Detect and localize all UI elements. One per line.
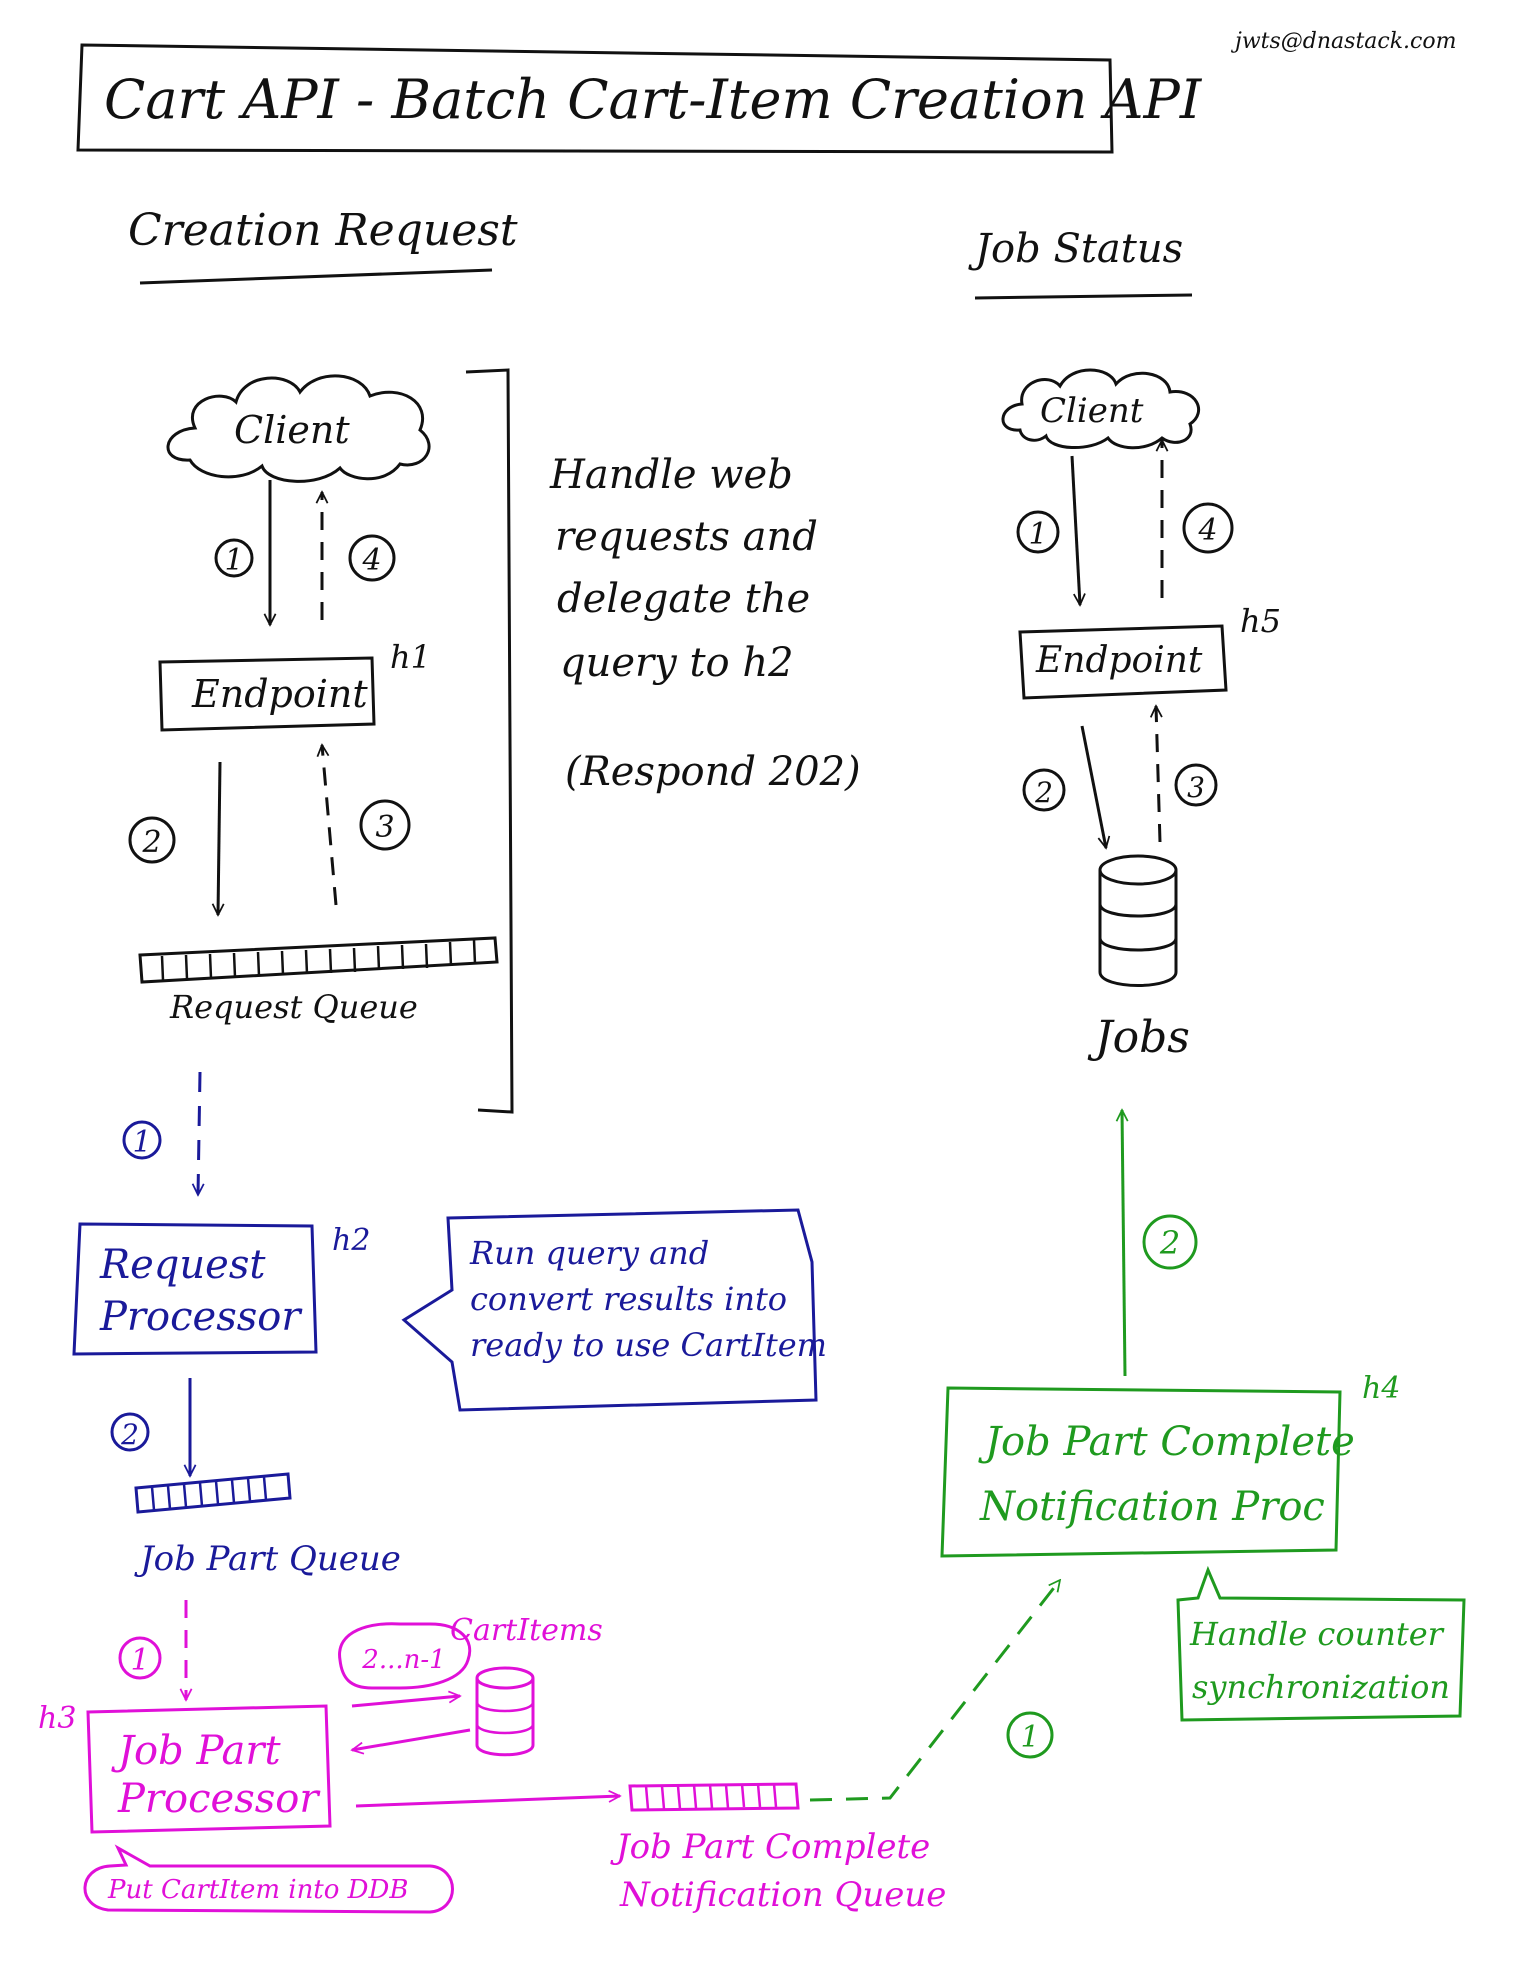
request-queue-icon [138, 936, 499, 984]
handler-h2: h2 [332, 1223, 370, 1258]
notification-proc-line-2: Notification Proc [979, 1484, 1325, 1530]
arrow-notification-queue-to-proc [809, 1580, 1060, 1802]
step-badge-2 [128, 816, 176, 864]
status-step-badge-3 [1174, 763, 1218, 807]
job-part-processor-line-2: Processor [117, 1776, 321, 1822]
handler-h5: h5 [1240, 602, 1281, 640]
status-step-badge-2 [1022, 768, 1066, 812]
creation-note-line-3: delegate the [557, 576, 810, 622]
status-arrow-jobs-to-endpoint [1156, 706, 1160, 843]
notify-note-bubble [1176, 1565, 1466, 1722]
creation-bracket [465, 368, 514, 1114]
arrow-proc-to-jobs [1122, 1110, 1125, 1377]
callout-line-3: ready to use CartItem [470, 1326, 827, 1364]
cartitems-database-icon [475, 1666, 535, 1757]
processor-step-badge-2 [110, 1412, 150, 1452]
creation-note-line-2: requests and [555, 514, 818, 560]
request-processor-box [72, 1222, 318, 1356]
job-part-queue-label: Job Part Queue [134, 1539, 401, 1579]
status-heading-underline [974, 293, 1193, 300]
processor-step-badge-2-label: 2 [120, 1418, 139, 1451]
arrow-cartitems-to-processor [352, 1728, 471, 1750]
notify-note-line-2: synchronization [1192, 1668, 1450, 1706]
endpoint-box [158, 656, 376, 732]
status-step-badge-1-label: 1 [1028, 517, 1047, 552]
processor-step-badge-1-label: 1 [132, 1125, 151, 1160]
status-step-badge-3-label: 3 [1187, 771, 1205, 804]
status-step-badge-1 [1016, 510, 1060, 554]
callout-line-1: Run query and [469, 1234, 709, 1272]
status-heading: Job Status [968, 226, 1183, 272]
jobs-database-icon [1098, 854, 1178, 987]
step-badge-4-label: 4 [361, 543, 381, 578]
handler-h1: h1 [390, 638, 431, 676]
notify-note-line-1: Handle counter [1189, 1615, 1445, 1653]
processor-step-badge-1 [122, 1120, 162, 1160]
status-step-badge-4 [1182, 502, 1234, 554]
handler-h3: h3 [38, 1701, 76, 1736]
status-client-label: Client [1040, 391, 1144, 431]
job-part-processor-line-1: Job Part [111, 1728, 282, 1774]
request-processor-line-2: Processor [99, 1294, 303, 1340]
notification-proc-box [940, 1386, 1342, 1558]
status-step-badge-4-label: 4 [1197, 513, 1217, 548]
callout-line-2: convert results into [470, 1280, 787, 1318]
status-step-badge-2-label: 2 [1034, 776, 1053, 809]
step-badge-1-label: 1 [224, 543, 243, 578]
notification-queue-line-1: Job Part Complete [610, 1827, 930, 1867]
creation-note-line-4: query to h2 [560, 640, 794, 686]
status-arrow-endpoint-to-jobs [1080, 725, 1106, 848]
notify-step-badge-1-label: 1 [1020, 1720, 1039, 1755]
arrow-endpoint-to-queue [218, 761, 220, 915]
client-cloud [166, 374, 431, 483]
job-part-note: Put CartItem into DDB [107, 1875, 408, 1905]
loop-bubble-label: 2...n-1 [361, 1645, 445, 1675]
creation-heading: Creation Request [128, 205, 518, 256]
jobpart-step-badge-1-label: 1 [130, 1643, 149, 1678]
job-part-processor-box [86, 1704, 332, 1834]
cartitems-db-label: CartItems [450, 1613, 603, 1648]
status-endpoint-box [1018, 624, 1228, 700]
request-queue-label: Request Queue [169, 988, 418, 1026]
creation-note: Handle web requests and delegate the que… [549, 452, 861, 795]
arrow-queue-to-endpoint [322, 745, 338, 906]
creation-heading-underline [139, 268, 493, 285]
status-client-cloud [1001, 368, 1201, 450]
job-part-note-bubble [83, 1844, 454, 1914]
step-badge-4 [348, 534, 396, 582]
jobs-db-label: Jobs [1087, 1012, 1190, 1063]
endpoint-label: Endpoint [191, 672, 368, 716]
jobpart-step-badge-1 [118, 1636, 162, 1680]
title-box [76, 43, 1114, 154]
page-title: Cart API - Batch Cart-Item Creation API [104, 68, 1203, 131]
request-processor-line-1: Request [99, 1242, 266, 1288]
notify-step-badge-1 [1006, 1711, 1054, 1759]
notification-queue-line-2: Notification Queue [619, 1875, 946, 1915]
creation-note-respond: (Respond 202) [565, 749, 861, 795]
step-badge-1 [214, 538, 254, 578]
arrow-processor-to-cartitems [351, 1696, 460, 1708]
step-badge-3 [359, 799, 411, 851]
email-text: jwts@dnastack.com [1230, 29, 1456, 54]
handler-h4: h4 [1362, 1371, 1400, 1406]
status-arrow-client-to-endpoint [1070, 455, 1080, 605]
notify-step-badge-2 [1142, 1214, 1198, 1270]
loop-bubble [338, 1622, 472, 1690]
step-badge-3-label: 3 [375, 810, 394, 845]
job-part-queue-icon [134, 1472, 292, 1514]
status-endpoint-label: Endpoint [1035, 640, 1203, 681]
creation-note-line-1: Handle web [549, 452, 793, 498]
notification-proc-line-1: Job Part Complete [978, 1419, 1355, 1465]
notification-queue-icon [628, 1782, 800, 1812]
notify-step-badge-2-label: 2 [1159, 1224, 1180, 1262]
arrow-queue-to-processor [198, 1071, 200, 1195]
arrow-processor-to-notification-queue [355, 1796, 620, 1808]
step-badge-2-label: 2 [141, 825, 161, 860]
processor-callout [401, 1208, 818, 1412]
client-label: Client [234, 408, 350, 452]
